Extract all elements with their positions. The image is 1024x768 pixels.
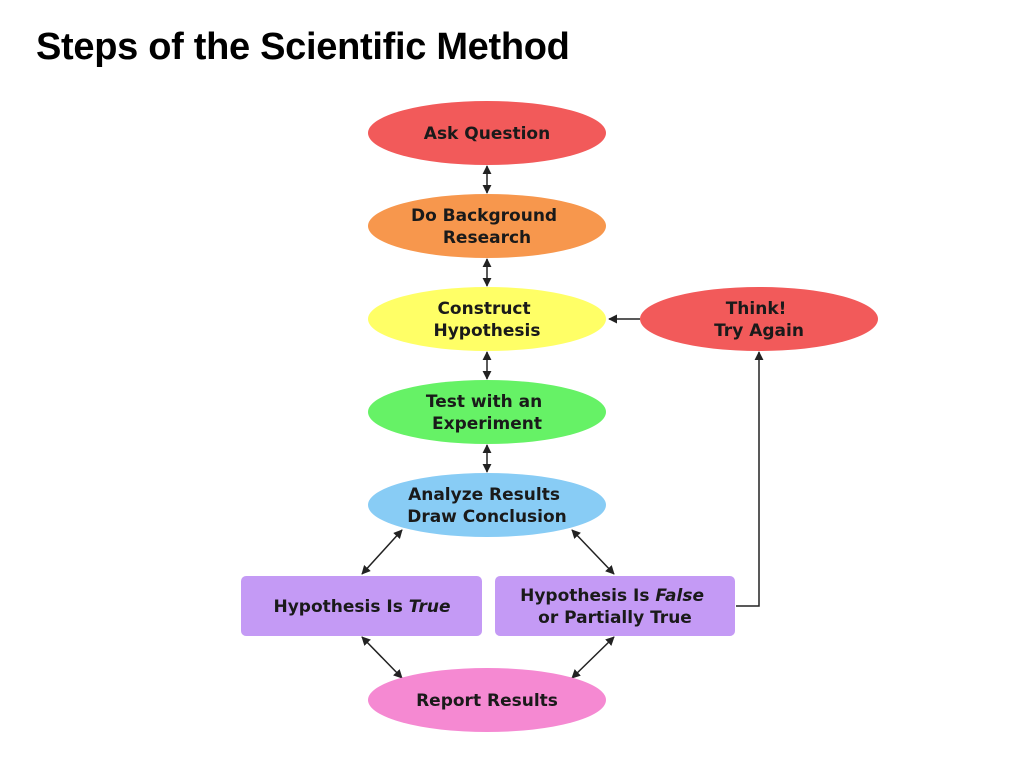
svg-text:Ask Question: Ask Question: [424, 124, 550, 144]
page-title: Steps of the Scientific Method: [36, 26, 570, 68]
node-analyze-results-label-line1: Analyze Results: [408, 485, 560, 505]
node-think-try-again-shape: [640, 287, 878, 351]
arrow-true-report: [361, 636, 403, 679]
node-ask-question-shape: [368, 101, 606, 165]
svg-text:Hypothesis Is False or P: Hypothesis Is False or Partially True: [520, 586, 710, 628]
node-think-try-again: Think! Try Again: [640, 287, 878, 351]
arrow-analyze-false: [571, 529, 615, 575]
node-ask-question: Ask Question: [368, 101, 606, 165]
node-think-try-again-label-line2: Try Again: [714, 321, 804, 341]
node-report-results-shape: [368, 668, 606, 732]
arrow-analyze-true: [361, 529, 403, 575]
svg-text:Report Results: Report Results: [416, 691, 558, 711]
svg-text:Think! Try Again: Think! Try Again: [714, 299, 804, 341]
node-hypothesis-false: Hypothesis Is False or Partially True: [495, 576, 735, 636]
node-background-research: Do Background Research: [368, 194, 606, 258]
node-think-try-again-label-line1: Think!: [726, 299, 787, 319]
node-background-research-shape: [368, 194, 606, 258]
node-construct-hypothesis: Construct Hypothesis: [368, 287, 606, 351]
node-construct-hypothesis-label-line2: Hypothesis: [434, 321, 541, 341]
node-hypothesis-false-label-prefix: Hypothesis Is: [520, 586, 655, 606]
svg-text:Construct Hypothesis: Construct Hypothesis: [434, 299, 541, 341]
node-test-experiment: Test with an Experiment: [368, 380, 606, 444]
arrow-false-report: [571, 636, 615, 679]
svg-text:Hypothesis Is True: Hypothesis Is True: [273, 597, 450, 617]
node-hypothesis-false-shape: [495, 576, 735, 636]
node-background-research-label-line1: Do Background: [411, 206, 557, 226]
node-construct-hypothesis-label-line1: Construct: [437, 299, 530, 319]
node-hypothesis-false-label-line2: or Partially True: [538, 608, 692, 628]
node-analyze-results-shape: [368, 473, 606, 537]
node-hypothesis-true-shape: [241, 576, 482, 636]
node-hypothesis-true-label-prefix: Hypothesis Is: [273, 597, 408, 617]
svg-text:Do Background Research: Do Background Research: [411, 206, 563, 248]
node-ask-question-label: Ask Question: [424, 124, 550, 144]
node-hypothesis-true-label-emph: True: [409, 597, 451, 617]
node-hypothesis-false-label-emph: False: [655, 586, 704, 606]
svg-text:Analyze Results Draw Con: Analyze Results Draw Conclusion: [407, 485, 567, 527]
node-test-experiment-shape: [368, 380, 606, 444]
node-construct-hypothesis-shape: [368, 287, 606, 351]
node-background-research-label-line2: Research: [443, 228, 531, 248]
node-test-experiment-label-line1: Test with an: [426, 392, 542, 412]
arrow-false-think: [736, 351, 764, 607]
svg-text:Test with an Experiment: Test with an Experiment: [426, 392, 548, 434]
node-test-experiment-label-line2: Experiment: [432, 414, 542, 434]
node-report-results: Report Results: [368, 668, 606, 732]
node-analyze-results-label-line2: Draw Conclusion: [407, 507, 567, 527]
node-report-results-label: Report Results: [416, 691, 558, 711]
node-hypothesis-true: Hypothesis Is True: [241, 576, 482, 636]
node-analyze-results: Analyze Results Draw Conclusion: [368, 473, 606, 537]
